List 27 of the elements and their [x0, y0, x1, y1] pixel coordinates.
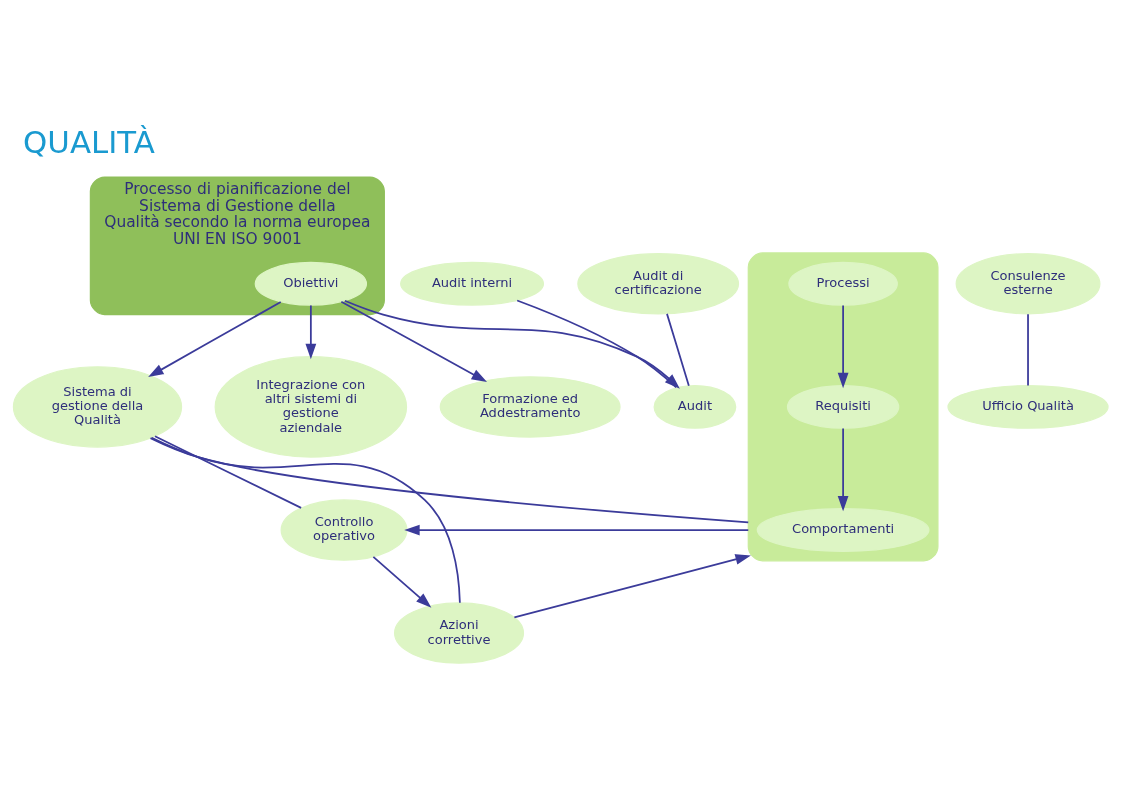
arrow	[372, 555, 432, 608]
arrow	[148, 300, 282, 377]
node-ellipse: Ufficio Qualità	[947, 384, 1109, 429]
connector	[150, 436, 461, 604]
node-ellipse: Azioni correttive	[393, 601, 525, 664]
connector	[154, 434, 302, 509]
arrow	[837, 304, 849, 388]
connector	[149, 436, 750, 523]
node-ellipse: Audit interni	[400, 261, 545, 306]
node-ellipse: Formazione ed Addestramento	[439, 375, 621, 438]
node-ellipse: Integrazione con altri sistemi di gestione aziendale	[214, 355, 408, 458]
connector	[1027, 312, 1029, 386]
node-ellipse: Obiettivi	[254, 261, 368, 306]
arrow	[513, 553, 751, 618]
arrow	[340, 300, 488, 382]
cluster	[747, 251, 939, 561]
node-ellipse: Requisiti	[786, 384, 900, 429]
node-ellipse: Comportamenti	[756, 507, 930, 552]
node-ellipse: Audit di certificazione	[577, 252, 740, 314]
diagram-title: QUALITÀ	[23, 123, 155, 160]
arrow	[837, 427, 849, 511]
arrow	[305, 304, 317, 359]
arrow	[404, 524, 750, 535]
node-ellipse: Controllo operativo	[280, 498, 408, 561]
node-ellipse: Consulenze esterne	[955, 252, 1101, 314]
node-ellipse: Audit	[653, 384, 737, 429]
node-ellipse: Processi	[788, 261, 898, 306]
